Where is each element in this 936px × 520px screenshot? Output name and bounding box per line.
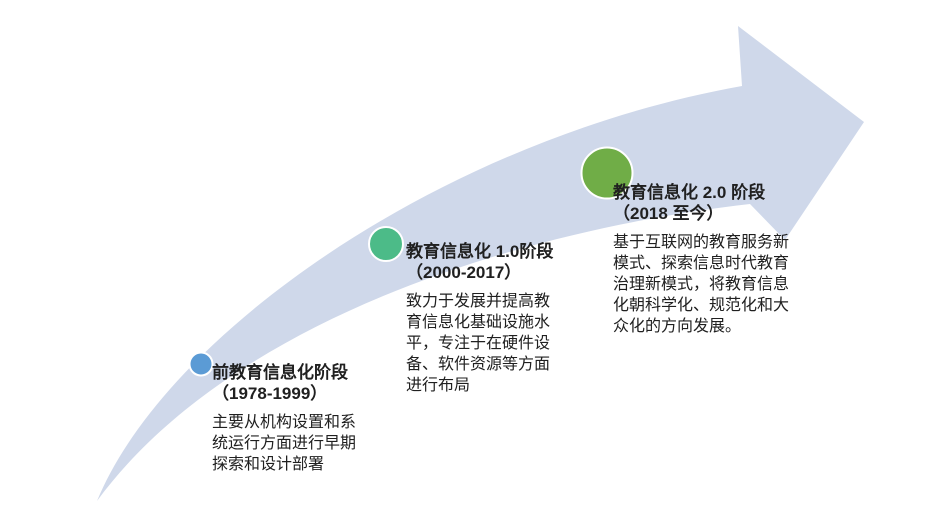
milestone-1: 前教育信息化阶段 （1978-1999） 主要从机构设置和系 统运行方面进行早期…: [212, 362, 397, 475]
milestone-3-dot: [580, 146, 634, 200]
milestone-2-dot: [368, 226, 404, 262]
milestone-3: 教育信息化 2.0 阶段 （2018 至今） 基于互联网的教育服务新 模式、探索…: [613, 182, 828, 337]
milestone-2: 教育信息化 1.0阶段 （2000-2017） 致力于发展并提高教 育信息化基础…: [406, 241, 591, 396]
milestone-2-title: 教育信息化 1.0阶段: [406, 242, 554, 261]
milestone-1-title: 前教育信息化阶段: [212, 363, 348, 382]
milestone-1-description: 主要从机构设置和系 统运行方面进行早期 探索和设计部署: [212, 414, 357, 473]
milestone-2-period: （2000-2017）: [406, 263, 522, 282]
milestone-3-period: （2018 至今）: [613, 204, 724, 223]
growth-arrow-shape: [97, 26, 864, 501]
milestone-3-title: 教育信息化 2.0 阶段: [613, 183, 766, 202]
milestone-1-period: （1978-1999）: [212, 384, 328, 403]
milestone-1-dot: [188, 351, 214, 377]
milestone-3-description: 基于互联网的教育服务新 模式、探索信息时代教育 治理新模式，将教育信息 化朝科学…: [613, 234, 790, 335]
milestone-2-description: 致力于发展并提高教 育信息化基础设施水 平，专注于在硬件设 备、软件资源等方面 …: [406, 293, 551, 394]
